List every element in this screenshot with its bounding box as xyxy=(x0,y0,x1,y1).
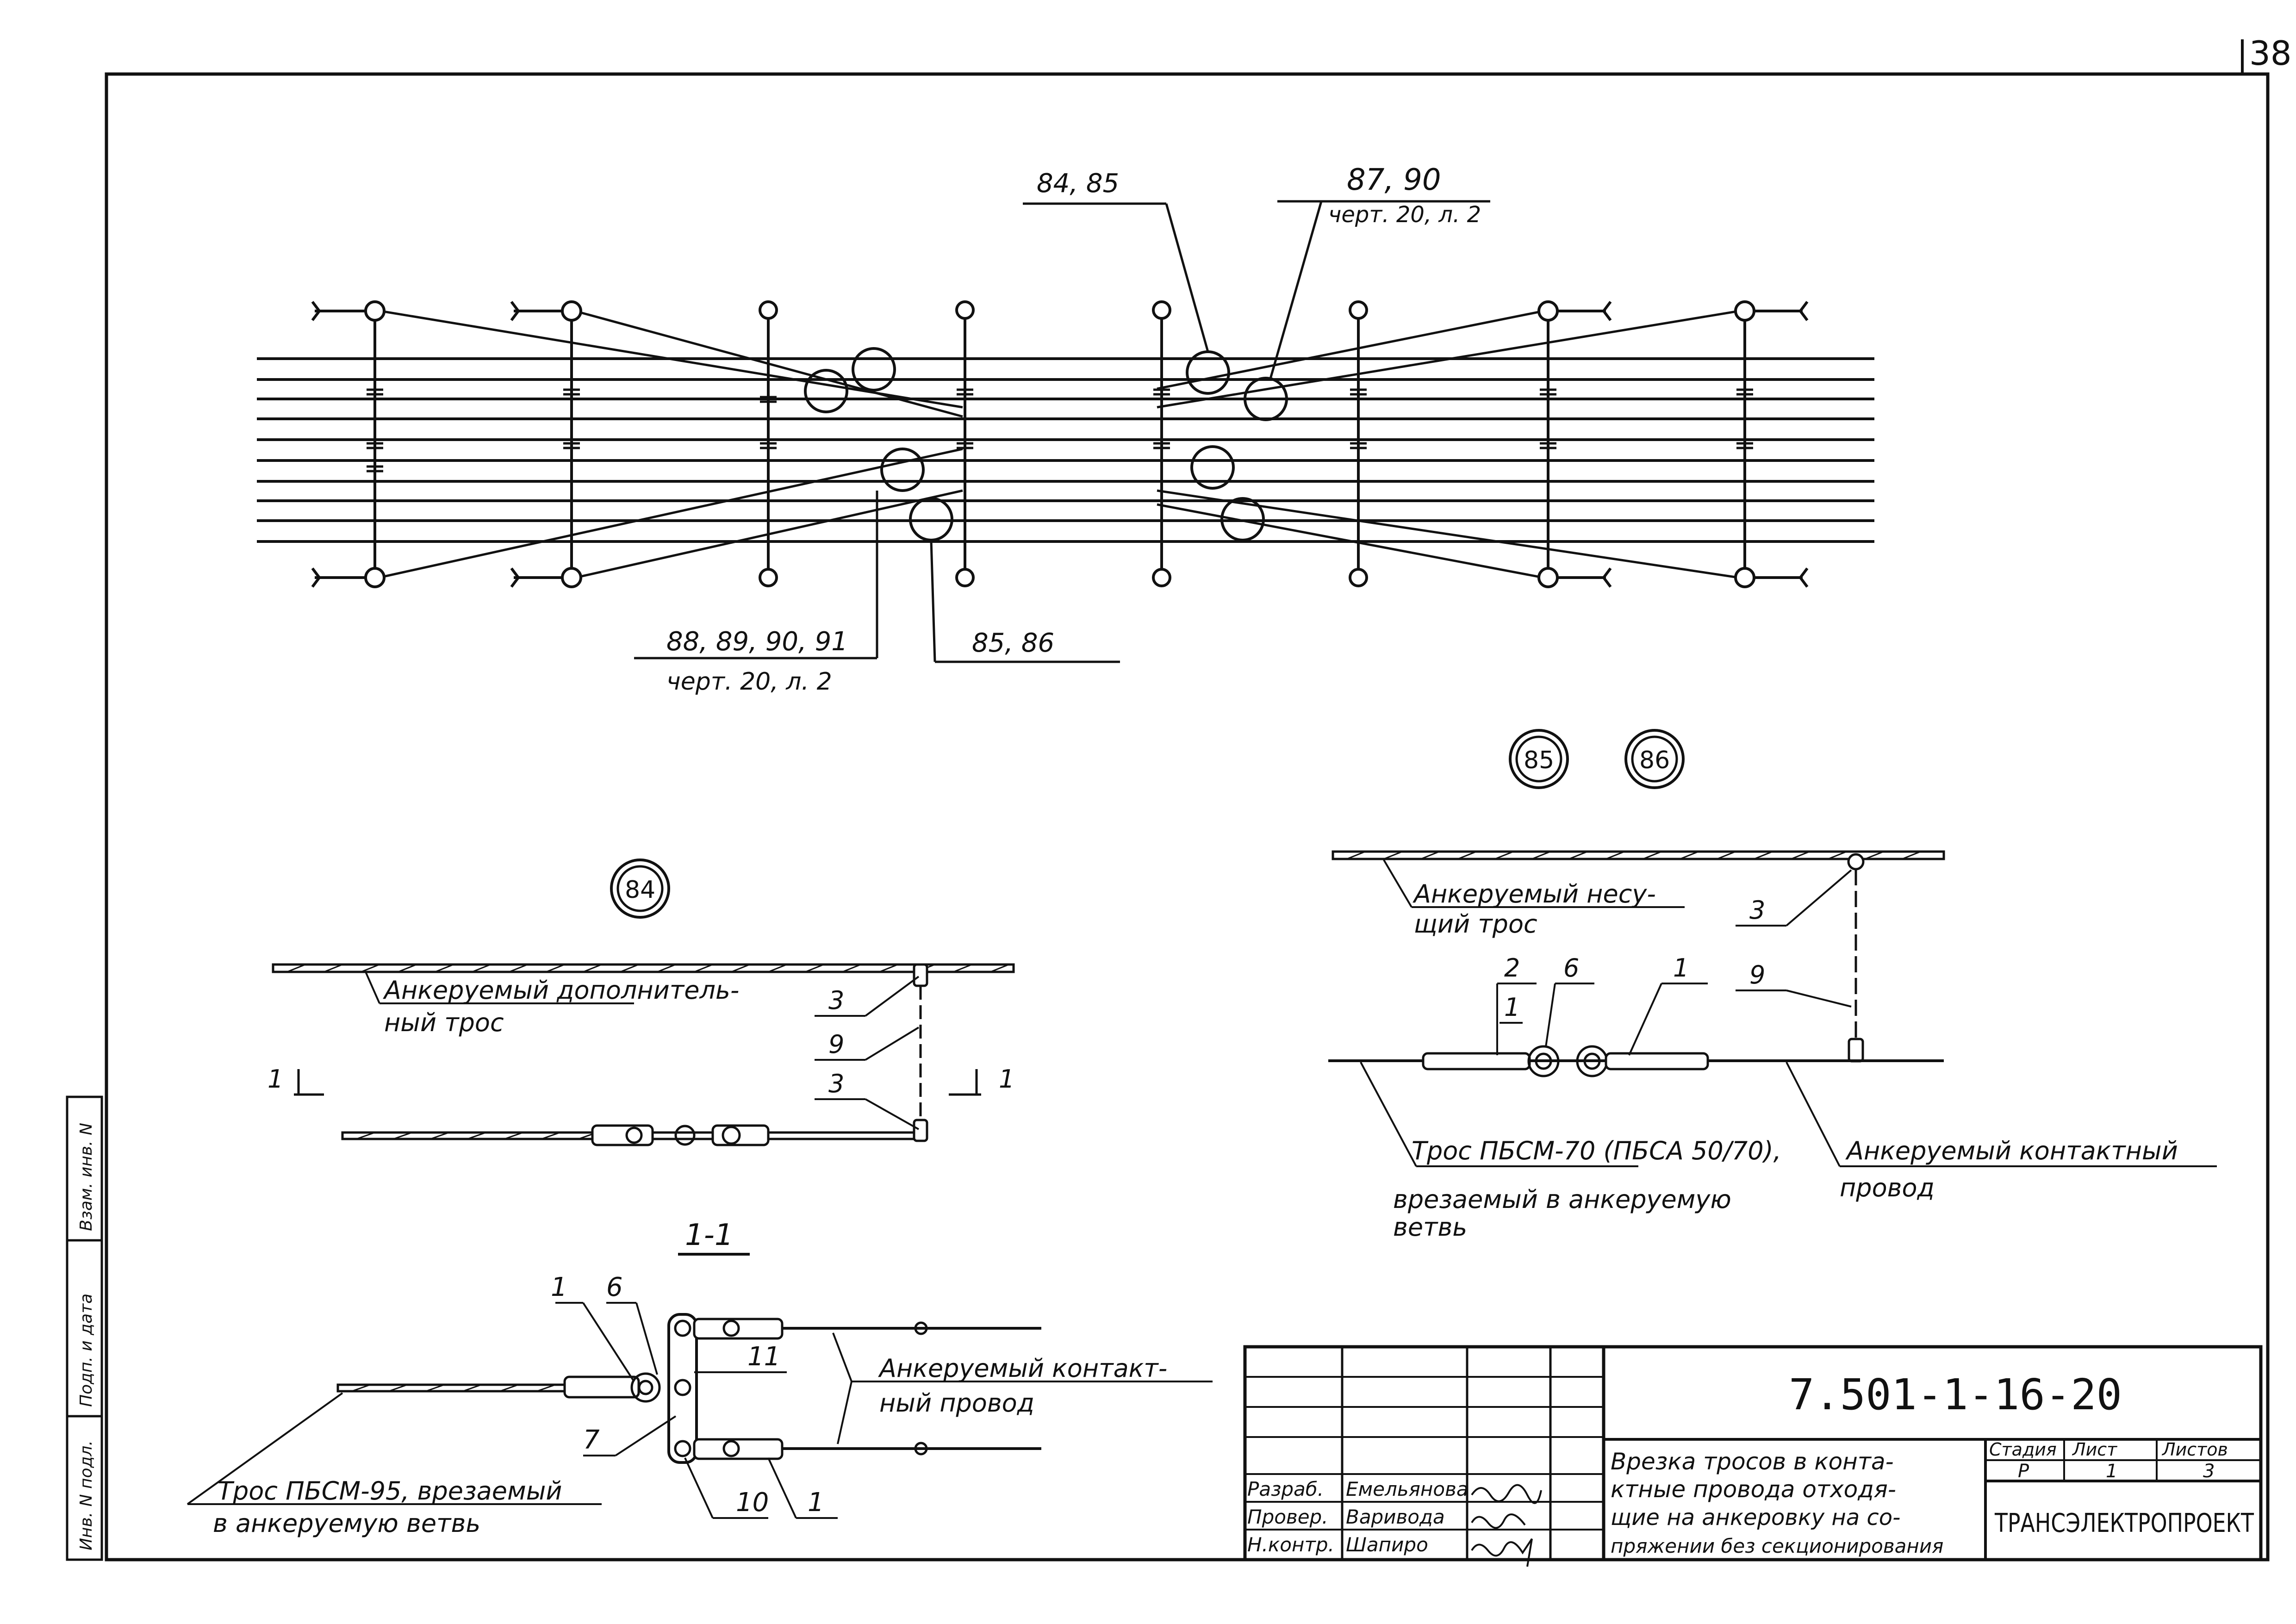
plan-span-ticks xyxy=(367,388,1753,473)
role-developer: Разраб. xyxy=(1247,1478,1324,1500)
section-11-num-6: 6 xyxy=(606,1272,623,1302)
plan-view: 84, 85 87, 90 черт. 20, л. 2 88, 89, 90,… xyxy=(257,163,1874,696)
section-mark-left: 1 xyxy=(268,1064,283,1094)
detail-85-label-contact2: провод xyxy=(1840,1173,1935,1202)
side-stamp-replace: Взам. инв. N xyxy=(77,1123,96,1231)
name-norm-control: Шапиро xyxy=(1346,1533,1428,1556)
page-number: 38 xyxy=(2249,34,2292,73)
title-description-2: ктные провода отходя- xyxy=(1611,1476,1896,1503)
section-11-num-1b: 1 xyxy=(808,1487,824,1518)
section-11-num-11: 11 xyxy=(747,1342,780,1372)
sheets-value: 3 xyxy=(2203,1461,2215,1482)
detail-84-label-1: Анкеруемый дополнитель- xyxy=(383,976,739,1005)
section-11-num-1: 1 xyxy=(551,1272,567,1302)
detail-84-label-2: ный трос xyxy=(384,1008,504,1037)
signature-checker xyxy=(1471,1513,1526,1529)
plan-wires xyxy=(257,357,1874,543)
callout-top-right: 87, 90 xyxy=(1347,163,1441,197)
organization: ТРАНСЭЛЕКТРОПРОЕКТ xyxy=(1994,1508,2254,1538)
callout-bottom-right: 85, 86 xyxy=(972,628,1054,658)
drawing-frame xyxy=(105,72,2270,1562)
detail-85-num-2: 2 xyxy=(1504,953,1520,983)
title-description-4: пряжении без секционирования xyxy=(1611,1535,1943,1557)
detail-85-label-rope: Трос ПБСМ-70 (ПБСА 50/70), xyxy=(1412,1136,1781,1165)
sheet-value: 1 xyxy=(2106,1461,2117,1482)
callout-bottom-left: 88, 89, 90, 91 xyxy=(666,627,848,657)
side-stamp: Взам. инв. N Подп. и дата Инв. N подл. xyxy=(66,1095,103,1561)
detail-84-num-3b: 3 xyxy=(828,1069,844,1098)
detail-85-num-1a: 1 xyxy=(1504,993,1520,1022)
detail-85-marker: 85 xyxy=(1524,747,1554,774)
side-stamp-inventory: Инв. N подл. xyxy=(77,1440,96,1550)
detail-85-label-contact: Анкеруемый контактный xyxy=(1845,1136,2178,1165)
title-description-1: Врезка тросов в конта- xyxy=(1611,1448,1894,1475)
callout-bottom-left-sub: черт. 20, л. 2 xyxy=(666,668,832,696)
name-checker: Варивода xyxy=(1346,1506,1445,1528)
callout-top-left: 84, 85 xyxy=(1037,168,1119,199)
title-block: Разраб. Емельянова Провер. Варивода Н.ко… xyxy=(1243,1345,2263,1567)
stage-value: Р xyxy=(2018,1461,2029,1482)
section-11-num-10: 10 xyxy=(736,1487,769,1518)
detail-85-label-rope2: врезаемый в анкеруемую xyxy=(1393,1185,1731,1214)
detail-84-num-9: 9 xyxy=(828,1030,844,1059)
section-11-num-7: 7 xyxy=(583,1425,600,1455)
detail-86-marker: 86 xyxy=(1639,747,1670,774)
detail-85-num-3: 3 xyxy=(1749,896,1765,925)
sheet-label: Лист xyxy=(2072,1439,2118,1460)
section-11-label-rope: Трос ПБСМ-95, врезаемый xyxy=(218,1476,562,1506)
signature-norm-control xyxy=(1471,1538,1533,1567)
role-norm-control: Н.контр. xyxy=(1247,1533,1334,1556)
section-11-label-contact2: ный провод xyxy=(879,1388,1034,1418)
detail-84-num-3a: 3 xyxy=(828,986,844,1015)
name-developer: Емельянова xyxy=(1346,1478,1468,1500)
detail-85-label-rope3: ветвь xyxy=(1393,1213,1467,1242)
stage-label: Стадия xyxy=(1989,1439,2057,1460)
detail-84-marker: 84 xyxy=(625,876,655,904)
plan-anchor-arms xyxy=(311,301,1809,588)
detail-84: 84 Анкеруемый дополнитель- ный трос 3 9 … xyxy=(268,859,1015,1146)
detail-85-label-messenger2: щий трос xyxy=(1414,909,1537,939)
callout-top-right-sub: черт. 20, л. 2 xyxy=(1328,202,1481,228)
role-checker: Провер. xyxy=(1247,1506,1328,1528)
plan-leaders xyxy=(634,200,1490,663)
section-1-1: 1-1 1 6 11 7 10 xyxy=(187,1218,1213,1538)
title-description-3: щие на анкеровку на со- xyxy=(1611,1505,1900,1531)
section-11-title: 1-1 xyxy=(685,1218,734,1252)
detail-85-num-9: 9 xyxy=(1749,960,1765,989)
doc-code: 7.501-1-16-20 xyxy=(1789,1370,2122,1419)
detail-85-label-messenger: Анкеруемый несу- xyxy=(1412,879,1656,908)
sheets-label: Листов xyxy=(2161,1439,2228,1460)
side-stamp-signature: Подп. и дата xyxy=(77,1294,96,1407)
detail-85-num-1b: 1 xyxy=(1673,953,1689,983)
section-11-label-rope2: в анкеруемую ветвь xyxy=(213,1509,480,1538)
signature-developer xyxy=(1471,1484,1542,1504)
section-mark-right: 1 xyxy=(999,1064,1014,1094)
detail-85-86: 85 86 Анкеруемый несу- щий трос 3 9 2 xyxy=(1328,729,2217,1242)
section-11-label-contact: Анкеруемый контакт- xyxy=(878,1354,1167,1383)
plan-anchor-wires xyxy=(374,309,1745,580)
detail-85-num-6: 6 xyxy=(1563,953,1579,983)
